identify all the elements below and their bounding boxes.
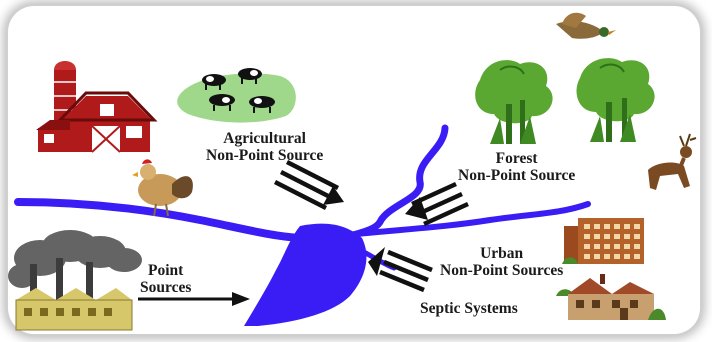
factory-icon [8,230,142,331]
agricultural-label: Agricultural Non-Point Source [206,130,323,164]
river-right-branch [335,201,591,239]
flow-arrows [138,159,469,306]
trees-icon [475,58,655,144]
point-sources-label-line2: Sources [140,279,192,296]
agricultural-label-line1: Agricultural [223,130,306,147]
river-network [14,124,591,326]
septic-systems-label-text: Septic Systems [420,300,518,317]
river-left-branch [14,198,304,242]
point-sources-label: Point Sources [140,262,191,296]
forest-label-line1: Forest [495,150,538,167]
barn-icon [36,91,158,153]
urban-label-line1: Urban [480,245,524,262]
apartment-icon [562,218,644,264]
agricultural-label-line2: Non-Point Source [206,147,324,164]
agricultural-arrows [273,159,344,211]
river-main-trunk [244,223,367,326]
urban-label-line2: Non-Point Sources [440,262,564,279]
house-icon [556,274,666,320]
forest-label-line2: Non-Point Source [458,167,576,184]
cows-icon [177,68,296,123]
deer-icon [648,133,697,190]
point-sources-label-line1: Point [148,262,184,279]
urban-arrows [368,247,433,293]
septic-systems-label: Septic Systems [420,300,518,317]
urban-label: Urban Non-Point Sources [440,245,563,279]
tree-left [475,60,553,144]
rooster-icon [132,159,193,217]
forest-arrows [405,181,469,227]
point-source-arrow [138,292,250,306]
forest-label: Forest Non-Point Source [458,150,575,184]
tree-right [576,58,655,142]
duck-icon [556,12,616,39]
